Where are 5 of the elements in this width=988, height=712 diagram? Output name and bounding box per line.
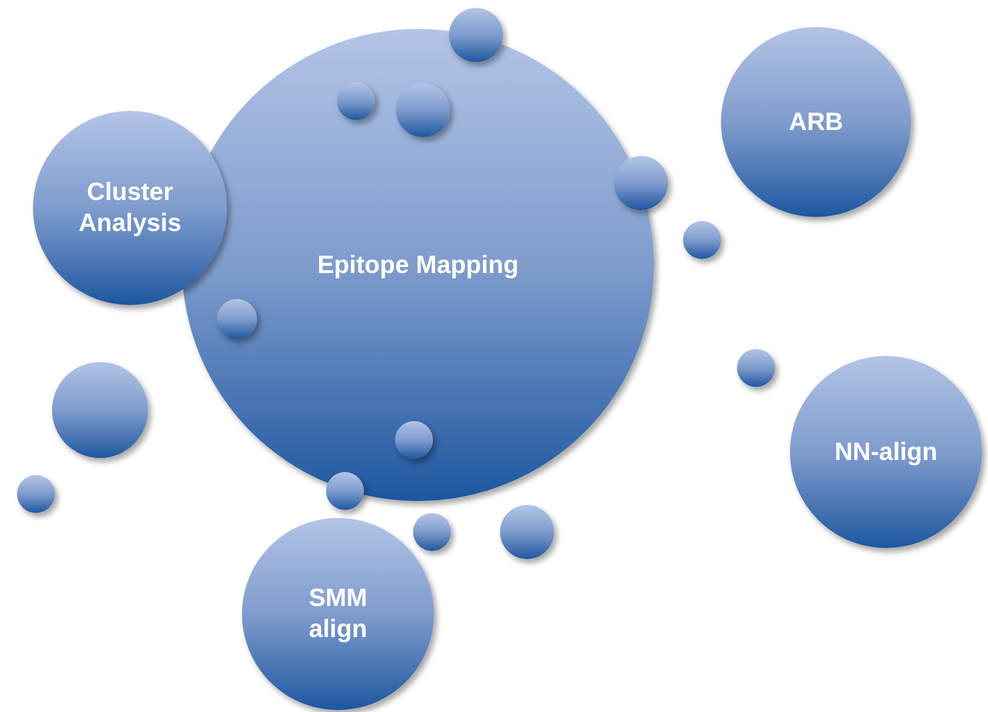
bubble-label: Cluster Analysis	[78, 177, 182, 239]
bubble-label: SMM align	[308, 583, 368, 645]
bubble-label: ARB	[788, 106, 844, 138]
bubble-label: Epitope Mapping	[317, 250, 519, 280]
bubble-label: NN-align	[834, 436, 938, 468]
